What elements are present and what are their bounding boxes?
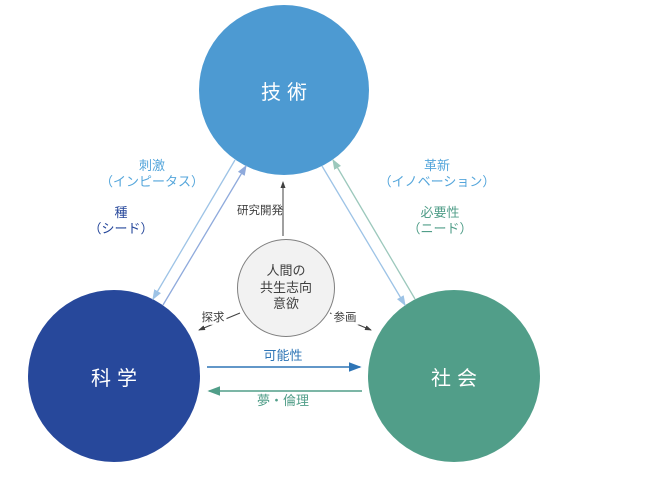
- node-science-label: 科学: [91, 367, 143, 390]
- label-rnd-text: 研究開発: [237, 204, 283, 217]
- label-innovation-line2: （イノベーション）: [378, 174, 496, 189]
- label-possibility: 可能性: [263, 348, 302, 364]
- label-need-line1: 必要性: [420, 204, 460, 220]
- label-need-line2: （ニード）: [407, 221, 473, 236]
- label-seed-line2: （シード）: [88, 221, 154, 236]
- label-stimulus-line2: （インピータス）: [99, 174, 205, 189]
- label-seed-line1: 種: [114, 204, 128, 220]
- label-participation: 参画: [331, 310, 359, 326]
- label-possibility-text: 可能性: [263, 347, 303, 363]
- node-society-label: 社会: [431, 367, 483, 390]
- node-science: 科学: [28, 290, 200, 462]
- label-inquiry: 探求: [199, 310, 227, 326]
- label-stimulus-impetus: 刺激 （インピータス）: [100, 158, 204, 191]
- label-rnd: 研究開発: [237, 204, 283, 218]
- node-society: 社会: [368, 290, 540, 462]
- label-seed: 種 （シード）: [88, 205, 153, 238]
- label-inquiry-text: 探求: [201, 311, 225, 324]
- node-technology: 技術: [199, 5, 369, 175]
- node-center-motivation: 人間の 共生志向 意欲: [237, 239, 335, 337]
- label-stimulus-line1: 刺激: [138, 157, 166, 173]
- label-need: 必要性 （ニード）: [407, 205, 472, 238]
- label-dream-ethics-text: 夢・倫理: [256, 392, 310, 408]
- center-label-line1: 人間の: [266, 262, 306, 278]
- arrow-science-to-tech: [162, 164, 247, 306]
- arrow-society-to-tech: [332, 158, 416, 300]
- label-innovation: 革新 （イノベーション）: [379, 158, 496, 191]
- arrow-tech-to-science: [152, 159, 236, 301]
- node-technology-label: 技術: [261, 81, 313, 104]
- center-label-line2: 共生志向: [259, 279, 312, 295]
- arrow-tech-to-society: [321, 165, 406, 307]
- label-innovation-line1: 革新: [423, 157, 450, 173]
- center-label-line3: 意欲: [272, 296, 299, 312]
- label-participation-text: 参画: [333, 311, 357, 324]
- label-dream-ethics: 夢・倫理: [257, 393, 309, 409]
